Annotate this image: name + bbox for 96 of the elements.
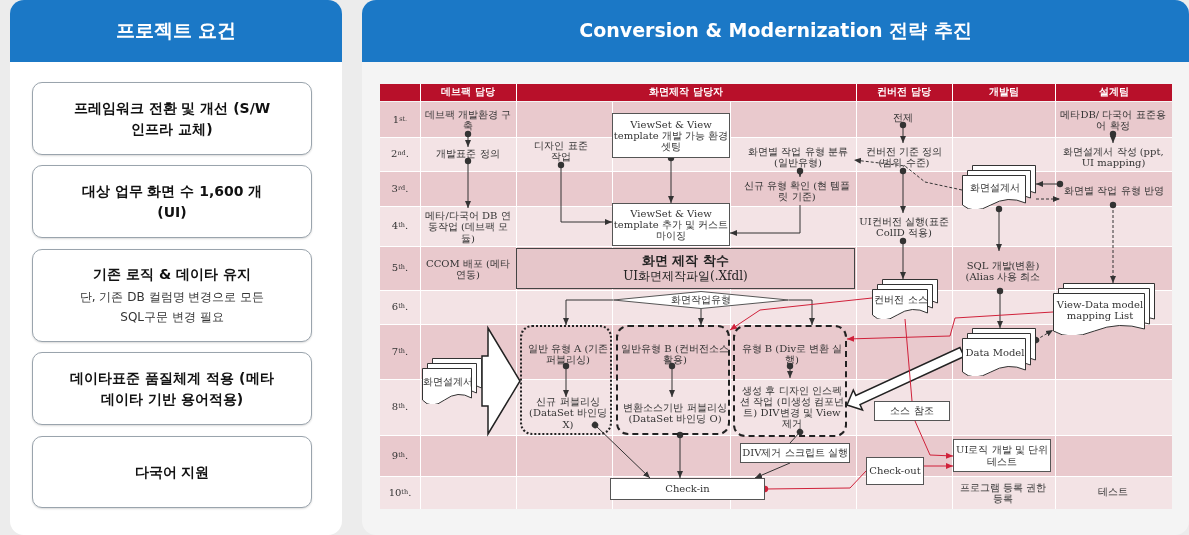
arrow [899,167,907,214]
step-text: CCOM 배포 (메타 연동) [425,256,511,282]
row-label: 8$^{th}$. [390,400,410,415]
arrow [996,287,1004,329]
arrow [786,362,794,379]
step-text: 디자인 표준 작업 [532,137,590,165]
row-label: 10$^{th}$. [387,485,413,500]
card-note: 단, 기존 DB 컬럼명 변경으로 모든 SQL구문 변경 필요 [78,289,266,326]
panel-title: Conversion & Modernization 전략 추진 [579,18,972,43]
arrow [557,161,613,225]
process-box: 소스 참조 [874,401,950,421]
process-box: ViewSet & View template 개발 가능 환경 셋팅 [612,113,730,158]
arrow [729,204,801,236]
card-title: 대상 업무 화면 수 1,600 개 (UI) [80,182,264,222]
arrow [754,462,791,479]
arrow [914,420,954,459]
step-text: 변환소스기반 퍼블리싱 (DataSet 바인딩 O) [621,399,729,427]
arrow [729,297,873,331]
arrow [676,431,684,479]
row-label: 9$^{th}$. [390,448,410,463]
step-text: 전제 [880,111,926,125]
requirement-card [32,249,312,342]
step-text: 프로그램 등록 권한 등록 [958,480,1048,506]
arrow [788,299,815,326]
arrow [1109,130,1117,144]
card-title: 프레임워크 전환 및 개선 (S/W 인프라 교체) [72,99,272,139]
connector-line [904,318,913,402]
arrow [899,237,907,280]
step-text: 유형 B (Div로 변환 실행) [738,340,846,368]
arrow [995,205,1003,252]
requirement-card [32,165,312,238]
card-title: 데이타표준 품질체계 적용 (메타데이타 기반 용어적용) [69,369,275,409]
step-text: 생성 후 디자인 인스펙션 작업 (미생성 컴포넌트) DIV변경 및 View 제거 [738,380,846,434]
arrow [899,121,907,144]
arrow [562,362,570,398]
column-header: 컨버전 담당 [876,85,932,100]
column-header: 데브팩 담당 [440,85,496,100]
arrow [923,463,954,469]
arrow [591,421,651,479]
step-text: SQL 개발(변환) (Alias 사용 최소 [954,251,1052,291]
decision-diamond: 화면작업유형 [613,291,789,309]
arrow [796,167,804,178]
arrow [668,362,676,398]
step-text: 일반유형 B (컨버전소스 활용) [621,340,729,368]
step-text: 메타/다국어 DB 연동작업 (데브팩 모듈) [421,208,515,246]
requirement-card [32,82,312,155]
box-subtitle: UI화면제작파일(.Xfdl) [623,269,748,285]
step-text: 화면별 작업 유형 반영 [1060,177,1168,205]
process-box: DIV제거 스크립트 실행 [740,443,850,463]
process-box [516,248,855,289]
requirement-card [32,436,312,508]
arrow [1035,196,1061,202]
arrow [853,157,963,191]
requirement-card [32,352,312,425]
arrow [846,311,1054,342]
row-label: 3$^{rd}$. [390,181,410,196]
row-label: 1$^{st.}$ [391,112,409,127]
dashed-group [616,325,730,435]
process-box: UI로직 개발 및 단위 테스트 [953,439,1051,472]
connector-line [789,428,804,444]
panel [362,0,1189,535]
box-title: 화면 제작 착수 [641,252,730,270]
step-text: 개발표준 정의 [424,147,512,161]
arrow [464,130,472,148]
column-header: 화면제작 담당자 [648,85,724,100]
arrow [1109,201,1117,284]
row-label: 7$^{th}$. [390,344,410,359]
row-label: 5$^{th}$. [390,261,410,276]
block-arrow [481,325,521,437]
dashed-group [733,325,847,437]
column-header: 개발팀 [987,85,1020,100]
column-header: 설계팀 [1097,85,1130,100]
row-label: 6$^{th}$. [390,300,410,315]
row-label: 2$^{nd}$. [390,147,410,162]
step-text: 테스트 [1097,485,1129,500]
arrow [698,308,704,326]
dashed-group [520,325,612,435]
process-box: ViewSet & View template 추가 및 커스트마이징 [612,203,730,246]
panel-title: 프로젝트 요건 [115,18,237,43]
step-text: 컨버전 기준 정의 (범위,수준) [858,143,950,171]
step-text: 메타DB/ 다국어 표준용어 확정 [1058,106,1168,134]
step-text: 일반 유형 A (기존 퍼블리싱) [525,340,611,368]
card-title: 다국어 지원 [134,462,210,482]
arrow [563,299,614,326]
arrow [1035,180,1064,188]
step-text: UI컨버전 실행(표준 ColID 적용) [857,213,951,241]
process-box: Check-out [866,457,924,485]
arrow [464,157,472,209]
step-text: 신규 유형 확인 (현 템플릿 기준) [740,177,854,205]
step-text: 데브팩 개발환경 구축 [421,106,515,134]
process-box: Check-in [610,478,765,500]
step-text: 화면별 작업 유형 분류 (일반유형) [742,143,854,171]
step-text: 화면설계서 작성 (ppt, UI mapping) [1057,143,1170,171]
row-label: 4$^{th}$. [390,219,410,234]
card-title: 기존 로직 & 데이타 유지 [93,265,251,285]
panel [10,0,342,535]
